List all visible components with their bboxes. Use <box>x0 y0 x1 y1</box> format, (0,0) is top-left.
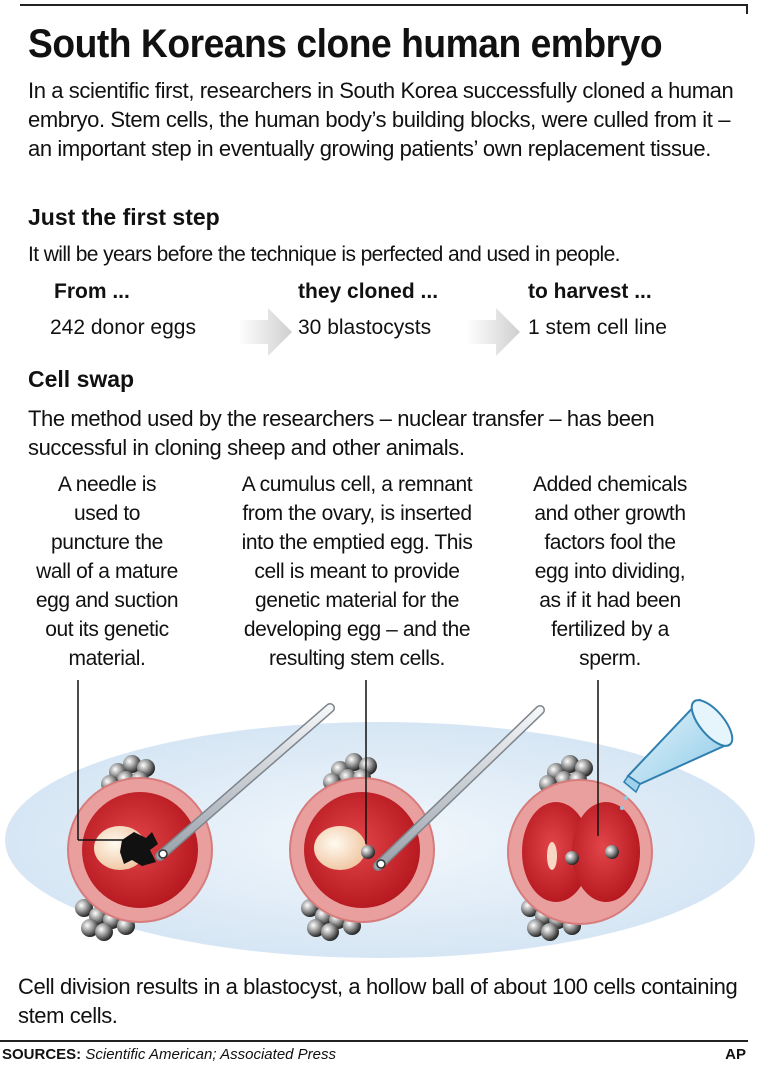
egg-cell-2 <box>289 705 545 923</box>
top-rule <box>20 4 748 6</box>
step-note-needle: A needle is used to puncture the wall of… <box>35 473 179 670</box>
column-head-from: From ... <box>54 280 130 303</box>
cell-swap-description: The method used by the researchers – nuc… <box>28 406 655 460</box>
egg-cell-3 <box>507 779 653 925</box>
column-head-harvest: to harvest ... <box>528 280 652 303</box>
top-rule-cap <box>746 4 748 14</box>
first-step-heading: Just the first step <box>28 204 220 230</box>
first-step-description: It will be years before the technique is… <box>28 243 621 266</box>
cell-swap-heading: Cell swap <box>28 366 135 392</box>
funnel-icon <box>620 698 734 810</box>
sources-line: SOURCES: Scientific American; Associated… <box>2 1046 336 1063</box>
intro-paragraph: In a scientific first, researchers in So… <box>28 78 734 161</box>
column-value-stem-cell-line: 1 stem cell line <box>528 316 667 339</box>
illustration-caption: Cell division results in a blastocyst, a… <box>18 974 738 1028</box>
sources-label: SOURCES: <box>2 1046 82 1063</box>
nuclear-transfer-illustration <box>5 680 755 958</box>
egg-cell-1 <box>67 703 335 923</box>
credit-ap: AP <box>725 1046 746 1063</box>
arrow-right-icon <box>466 308 520 356</box>
sources-text: Scientific American; Associated Press <box>85 1046 337 1063</box>
step-note-chemicals: Added chemicals and other growth factors… <box>533 473 687 670</box>
arrow-right-icon <box>238 308 292 356</box>
headline: South Koreans clone human embryo <box>28 22 663 66</box>
bottom-rule <box>0 1040 748 1042</box>
step-note-cumulus-cell: A cumulus cell, a remnant from the ovary… <box>241 473 473 670</box>
column-value-blastocysts: 30 blastocysts <box>298 316 432 339</box>
column-head-cloned: they cloned ... <box>298 280 439 303</box>
column-value-eggs: 242 donor eggs <box>50 316 196 339</box>
